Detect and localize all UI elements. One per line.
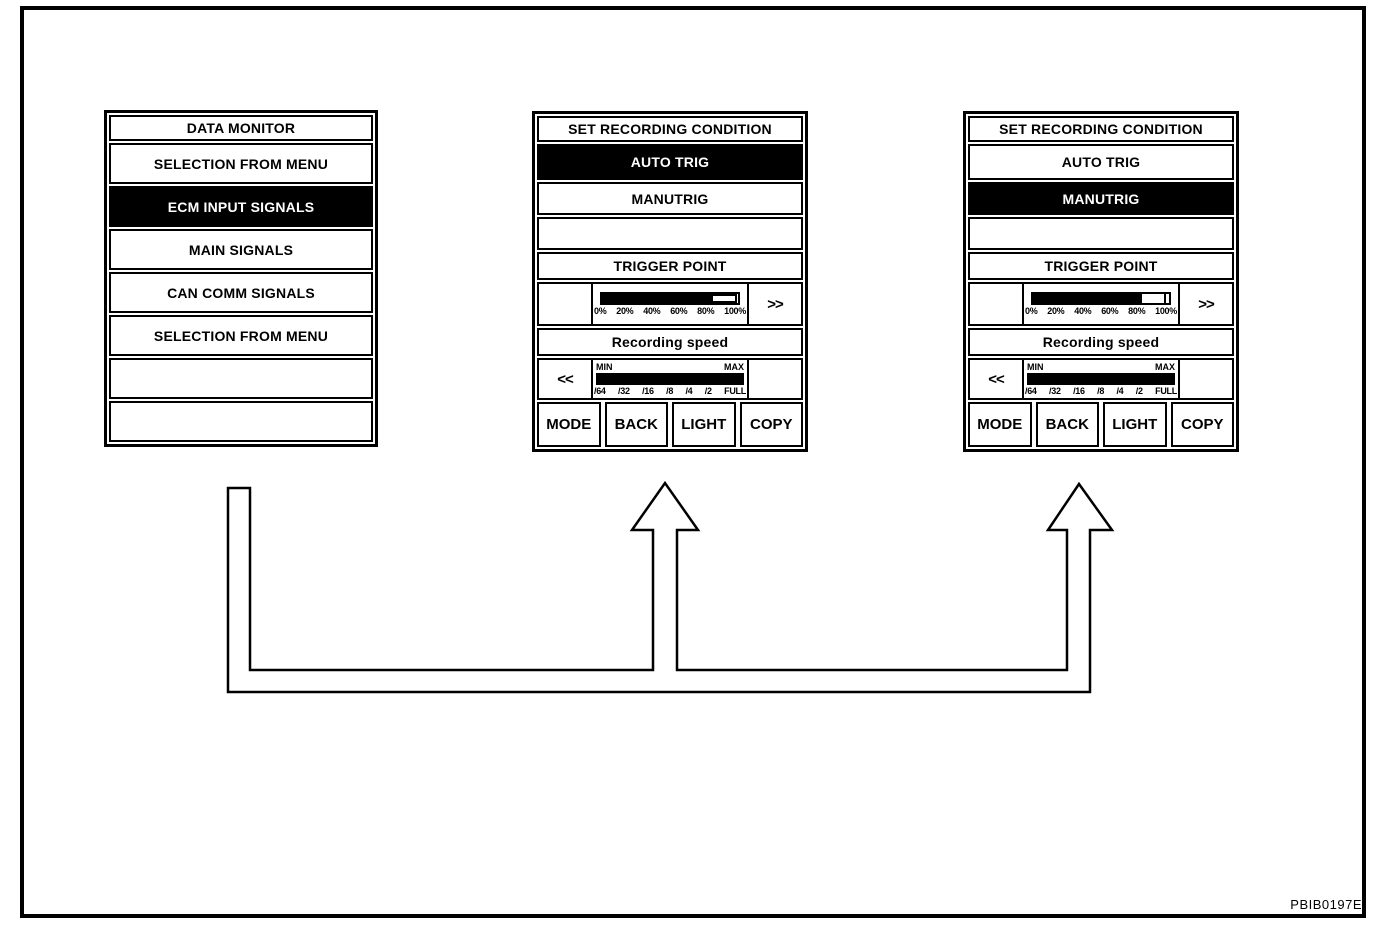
trigger-gauge: 0% 20% 40% 60% 80% 100%: [1024, 284, 1178, 324]
light-button[interactable]: LIGHT: [672, 402, 736, 447]
speed-gauge: MIN MAX /64 /32 /16 /8 /4 /2 FULL: [593, 360, 747, 398]
speed-scale: /64 /32 /16 /8 /4 /2 FULL: [594, 386, 746, 396]
set-recording-condition-screen-auto: SET RECORDING CONDITION AUTO TRIG MANUTR…: [532, 111, 808, 452]
trigger-point-row: 0% 20% 40% 60% 80% 100% >>: [968, 282, 1234, 326]
back-chevrons-icon[interactable]: <<: [970, 360, 1024, 398]
figure-code: PBIB0197E: [1290, 897, 1362, 912]
set-recording-condition-screen-manu: SET RECORDING CONDITION AUTO TRIG MANUTR…: [963, 111, 1239, 452]
speed-right-cell: [1178, 360, 1232, 398]
empty-row: [968, 217, 1234, 250]
recording-title: SET RECORDING CONDITION: [537, 116, 803, 142]
speed-bar: [1027, 373, 1175, 385]
speed-scale: /64 /32 /16 /8 /4 /2 FULL: [1025, 386, 1177, 396]
auto-trig-option-selected[interactable]: AUTO TRIG: [537, 144, 803, 180]
mode-button[interactable]: MODE: [968, 402, 1032, 447]
trigger-scale: 0% 20% 40% 60% 80% 100%: [594, 306, 746, 316]
copy-button[interactable]: COPY: [1170, 402, 1234, 447]
recording-title: SET RECORDING CONDITION: [968, 116, 1234, 142]
menu-item-empty-2: [109, 401, 373, 442]
function-key-row: MODE BACK LIGHT COPY: [537, 402, 803, 447]
copy-button[interactable]: COPY: [739, 402, 803, 447]
data-monitor-screen: DATA MONITOR SELECTION FROM MENU ECM INP…: [104, 110, 378, 447]
menu-item-can-comm-signals[interactable]: CAN COMM SIGNALS: [109, 272, 373, 313]
light-button[interactable]: LIGHT: [1103, 402, 1167, 447]
manu-trig-option[interactable]: MANUTRIG: [537, 182, 803, 215]
manu-trig-option-selected[interactable]: MANUTRIG: [968, 182, 1234, 215]
recording-speed-row: << MIN MAX /64 /32 /16 /8 /4: [968, 358, 1234, 400]
trigger-marker: [710, 294, 737, 303]
auto-trig-option[interactable]: AUTO TRIG: [968, 144, 1234, 180]
speed-min-label: MIN: [1027, 362, 1044, 372]
menu-item-main-signals[interactable]: MAIN SIGNALS: [109, 229, 373, 270]
recording-speed-label: Recording speed: [968, 328, 1234, 356]
speed-gauge: MIN MAX /64 /32 /16 /8 /4 /2 FULL: [1024, 360, 1178, 398]
trigger-tick: [1163, 294, 1166, 303]
menu-item-empty-1: [109, 358, 373, 399]
trigger-gauge: 0% 20% 40% 60% 80% 100%: [593, 284, 747, 324]
back-chevrons-icon[interactable]: <<: [539, 360, 593, 398]
forward-chevrons-icon[interactable]: >>: [1178, 284, 1232, 324]
trigger-point-label: TRIGGER POINT: [537, 252, 803, 280]
empty-row: [537, 217, 803, 250]
speed-bar: [596, 373, 744, 385]
trigger-scale: 0% 20% 40% 60% 80% 100%: [1025, 306, 1177, 316]
back-button[interactable]: BACK: [604, 402, 668, 447]
back-button[interactable]: BACK: [1035, 402, 1099, 447]
recording-speed-row: << MIN MAX /64 /32 /16 /8 /4: [537, 358, 803, 400]
trigger-point-bar: [1031, 292, 1171, 305]
menu-item-ecm-input-signals-selected[interactable]: ECM INPUT SIGNALS: [109, 186, 373, 227]
menu-item-selection-from-menu-2[interactable]: SELECTION FROM MENU: [109, 315, 373, 356]
trigger-point-label: TRIGGER POINT: [968, 252, 1234, 280]
function-key-row: MODE BACK LIGHT COPY: [968, 402, 1234, 447]
mode-button[interactable]: MODE: [537, 402, 601, 447]
forward-chevrons-icon[interactable]: >>: [747, 284, 801, 324]
recording-speed-label: Recording speed: [537, 328, 803, 356]
speed-min-label: MIN: [596, 362, 613, 372]
menu-item-selection-from-menu[interactable]: SELECTION FROM MENU: [109, 143, 373, 184]
data-monitor-title: DATA MONITOR: [109, 115, 373, 141]
trigger-left-cell: [970, 284, 1024, 324]
trigger-left-cell: [539, 284, 593, 324]
trigger-point-row: 0% 20% 40% 60% 80% 100% >>: [537, 282, 803, 326]
trigger-point-bar: [600, 292, 740, 305]
speed-right-cell: [747, 360, 801, 398]
speed-max-label: MAX: [724, 362, 744, 372]
speed-max-label: MAX: [1155, 362, 1175, 372]
